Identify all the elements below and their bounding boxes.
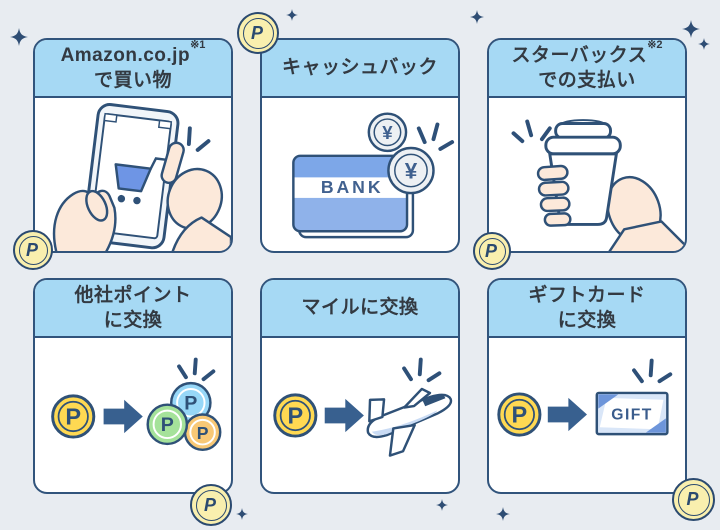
sparkle-icon <box>698 38 710 50</box>
right-hand-icon <box>160 141 231 251</box>
coin-ring <box>677 483 710 516</box>
title-line2: での支払い <box>538 70 636 91</box>
smartphone-shopping-illustration <box>52 103 231 251</box>
card-amazon-title: Amazon.co.jp※1 で買い物 <box>35 40 231 98</box>
giftcard-illustration-area: P GIFT <box>489 338 685 492</box>
sparkle-lines-icon <box>416 122 455 151</box>
title-line1: スターバックス※2 <box>511 38 663 66</box>
point-coin-icon: P <box>273 393 318 438</box>
title-line1: キャッシュバック <box>281 57 438 79</box>
point-letter: P <box>686 489 699 509</box>
footnote-marker: ※2 <box>647 38 663 51</box>
card-starbucks-title: スターバックス※2 での支払い <box>489 40 685 98</box>
point-coin-decoration: P <box>237 12 279 54</box>
svg-text:P: P <box>184 393 197 415</box>
card-points-title: 他社ポイント に交換 <box>35 280 231 338</box>
footnote-marker: ※1 <box>190 38 206 51</box>
bank-card-icon: BANK <box>292 154 409 233</box>
point-letter: P <box>25 239 38 260</box>
starbucks-illustration-area <box>489 98 685 251</box>
sparkle-icon <box>236 508 248 520</box>
svg-text:¥: ¥ <box>382 122 393 143</box>
point-coin-decoration: P <box>190 484 232 526</box>
card-cashback: キャッシュバック <box>260 38 460 253</box>
point-letter: P <box>250 22 263 43</box>
points-exchange-illustration: P P P P <box>51 357 222 452</box>
sparkle-icon <box>436 499 448 511</box>
point-coin-green-icon: P <box>146 403 189 446</box>
svg-text:P: P <box>197 423 209 443</box>
cashback-illustration-area: BANK ¥ ¥ <box>262 98 458 251</box>
card-exchange-points: 他社ポイント に交換 P P <box>33 278 233 494</box>
svg-text:¥: ¥ <box>405 158 418 183</box>
card-exchange-giftcard: ギフトカード に交換 P <box>487 278 687 494</box>
point-coin-decoration: P <box>473 232 511 270</box>
shopping-cart-icon <box>114 157 168 205</box>
title-line1: ギフトカード <box>528 284 646 306</box>
point-coin-icon: P <box>497 392 542 437</box>
sparkle-lines-icon <box>632 358 673 384</box>
point-letter: P <box>203 494 216 515</box>
svg-text:P: P <box>512 401 528 427</box>
gift-label: GIFT <box>611 406 653 423</box>
fingers <box>536 164 572 227</box>
airplane-icon <box>366 387 453 457</box>
title-line2: に交換 <box>557 310 617 331</box>
point-coin-decoration: P <box>13 230 53 270</box>
title-line2: で買い物 <box>93 70 172 91</box>
point-letter: P <box>484 240 497 261</box>
sparkle-icon <box>496 507 510 521</box>
card-amazon-shopping: Amazon.co.jp※1 で買い物 <box>33 38 233 253</box>
point-coin-orange-icon: P <box>183 413 222 452</box>
coffee-cup-illustration <box>511 119 685 251</box>
sparkle-lines-icon <box>177 357 216 382</box>
sparkle-icon <box>286 9 298 21</box>
yen-coin-icon: ¥ <box>367 112 408 153</box>
svg-text:P: P <box>287 402 303 428</box>
svg-text:P: P <box>161 414 174 436</box>
sparkle-icon <box>470 10 484 24</box>
point-coin-icon: P <box>51 394 96 439</box>
title-line1: Amazon.co.jp※1 <box>60 38 206 66</box>
gift-card-icon: GIFT <box>595 391 669 436</box>
amazon-illustration-area <box>35 98 231 251</box>
yen-coin-icon: ¥ <box>387 146 435 195</box>
coin-ring <box>195 489 227 521</box>
sparkle-lines-icon <box>402 357 442 383</box>
title-line1: 他社ポイント <box>74 284 192 306</box>
arrow-right-icon <box>324 398 364 433</box>
card-cashback-title: キャッシュバック <box>262 40 458 98</box>
hand-icon <box>606 175 685 251</box>
card-giftcard-title: ギフトカード に交換 <box>489 280 685 338</box>
title-line2: に交換 <box>103 310 163 331</box>
points-illustration-area: P P P P <box>35 338 231 492</box>
bank-label: BANK <box>321 177 384 197</box>
coin-ring <box>478 237 506 265</box>
sparkle-lines-icon <box>511 119 552 144</box>
card-starbucks-payment: スターバックス※2 での支払い <box>487 38 687 253</box>
card-exchange-miles: マイルに交換 P <box>260 278 460 494</box>
coin-ring <box>242 17 274 49</box>
sparkle-icon <box>682 20 700 38</box>
bank-cashback-illustration: BANK ¥ ¥ <box>292 112 455 239</box>
svg-text:P: P <box>65 403 81 429</box>
arrow-right-icon <box>103 399 143 434</box>
giftcard-exchange-illustration: P GIFT <box>497 358 673 437</box>
coin-ring <box>18 235 48 265</box>
title-line1: マイルに交換 <box>301 297 419 319</box>
arrow-right-icon <box>547 397 587 432</box>
left-hand-icon <box>52 189 117 251</box>
card-miles-title: マイルに交換 <box>262 280 458 338</box>
miles-illustration-area: P <box>262 338 458 492</box>
miles-exchange-illustration: P <box>273 357 453 457</box>
sparkle-icon <box>10 28 28 46</box>
point-coin-decoration: P <box>672 478 715 521</box>
